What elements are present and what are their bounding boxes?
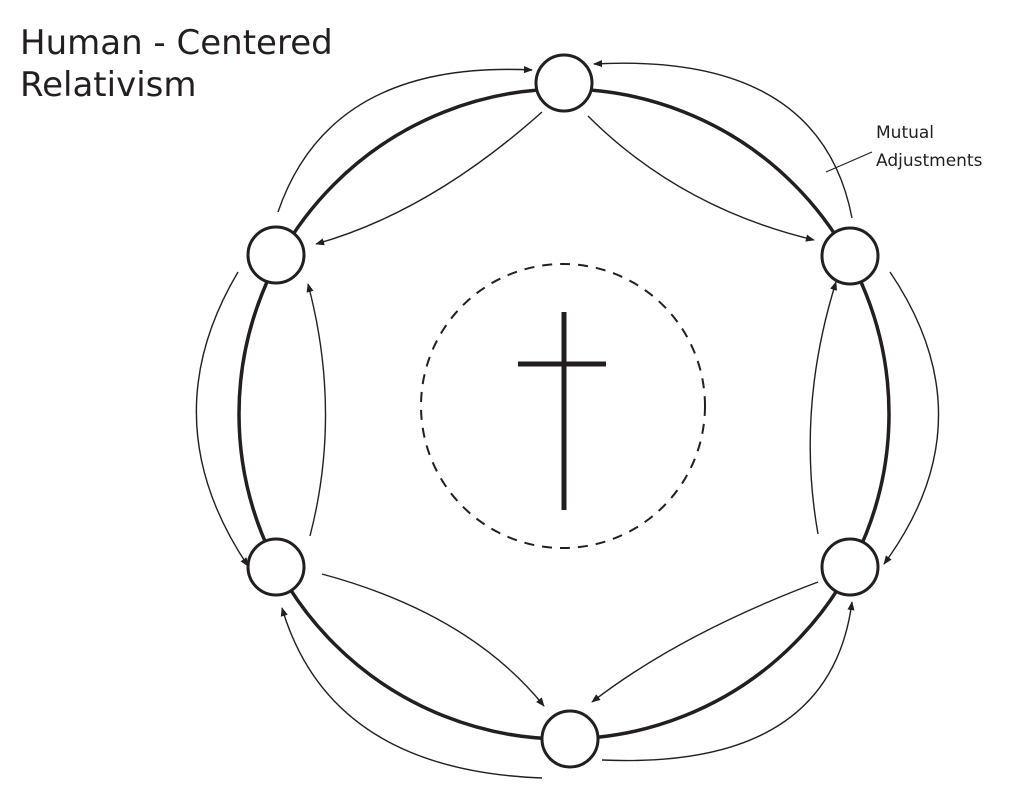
callout-label-line-2: Adjustments	[876, 151, 983, 171]
callout-leader-line	[825, 151, 873, 173]
arrow-inner-bottom-left	[321, 573, 545, 707]
node-top	[534, 53, 594, 113]
diagram-title: Human - Centered Relativism	[20, 22, 333, 106]
arrow-outer-bottom-left	[280, 607, 543, 779]
arrow-inner-top-right	[587, 115, 815, 242]
title-line-2: Relativism	[20, 65, 197, 105]
inner-arrows	[306, 111, 838, 707]
node-upper-left	[246, 225, 306, 285]
nodes	[246, 53, 880, 769]
arrow-inner-bottom-right	[591, 581, 819, 703]
node-bottom	[540, 709, 600, 769]
arrow-inner-left	[306, 283, 327, 537]
cross-icon	[518, 312, 606, 510]
arrow-outer-right	[883, 271, 940, 565]
callout-label-line-1: Mutual	[876, 123, 934, 143]
node-lower-right	[820, 537, 880, 597]
outer-arrows	[195, 59, 940, 779]
arrow-inner-right	[809, 281, 838, 535]
arrow-outer-bottom-right	[601, 601, 855, 762]
arrow-outer-left	[195, 271, 249, 567]
title-line-1: Human - Centered	[20, 23, 333, 63]
node-upper-right	[820, 226, 880, 286]
node-lower-left	[246, 537, 306, 597]
arrow-inner-top-left	[315, 111, 543, 246]
arrow-outer-top-left	[277, 66, 533, 213]
center-dashed-circle	[420, 263, 706, 549]
arrow-outer-top-right	[593, 59, 853, 219]
